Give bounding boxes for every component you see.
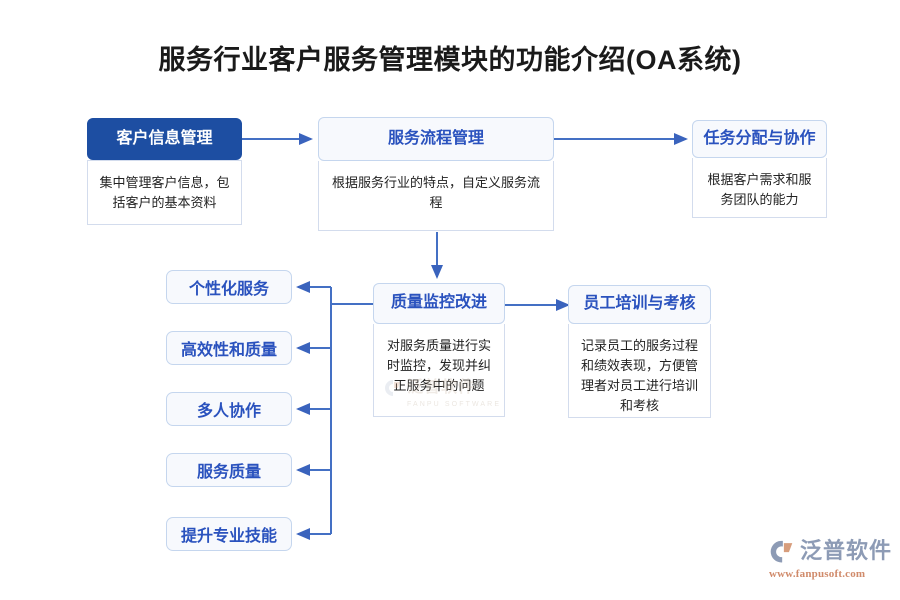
fanpu-brand-icon [770,540,793,563]
brand-logo: 泛普软件 www.fanpusoft.com [768,538,892,580]
branch-item-4-label: 提升专业技能 [180,528,277,545]
node-task-allocation-body: 根据客户需求和服务团队的能力 [692,158,827,218]
branch-item-4[interactable]: 提升专业技能 [166,517,292,551]
branch-item-2-label: 多人协作 [196,403,261,420]
branch-item-2[interactable]: 多人协作 [166,392,292,426]
branch-item-3[interactable]: 服务质量 [166,453,292,487]
node-task-allocation-header: 任务分配与协作 [692,120,827,158]
page-title: 服务行业客户服务管理模块的功能介绍(OA系统) [158,45,742,75]
brand-logo-url: www.fanpusoft.com [769,568,866,580]
branch-item-0[interactable]: 个性化服务 [166,270,292,304]
branch-item-1-label: 高效性和质量 [180,342,277,359]
node-customer-info[interactable]: 客户信息管理 集中管理客户信息，包括客户的基本资料 [87,118,242,225]
node-customer-info-header: 客户信息管理 [87,118,242,160]
branch-item-3-label: 服务质量 [196,464,261,481]
node-quality-monitor[interactable]: 质量监控改进 对服务质量进行实时监控，发现并纠正服务中的问题 [373,283,505,417]
brand-logo-name: 泛普软件 [800,538,893,564]
node-staff-training-header: 员工培训与考核 [568,285,711,324]
node-task-allocation[interactable]: 任务分配与协作 根据客户需求和服务团队的能力 [692,120,827,218]
branch-item-0-label: 个性化服务 [188,281,269,298]
node-service-process-body: 根据服务行业的特点，自定义服务流程 [318,161,554,231]
node-service-process[interactable]: 服务流程管理 根据服务行业的特点，自定义服务流程 [318,117,554,231]
node-quality-monitor-header: 质量监控改进 [373,283,505,324]
node-staff-training[interactable]: 员工培训与考核 记录员工的服务过程和绩效表现，方便管理者对员工进行培训和考核 [568,285,711,418]
node-customer-info-body: 集中管理客户信息，包括客户的基本资料 [87,160,242,225]
node-service-process-header: 服务流程管理 [318,117,554,161]
node-staff-training-body: 记录员工的服务过程和绩效表现，方便管理者对员工进行培训和考核 [568,324,711,418]
branch-item-1[interactable]: 高效性和质量 [166,331,292,365]
node-quality-monitor-body: 对服务质量进行实时监控，发现并纠正服务中的问题 [373,324,505,417]
